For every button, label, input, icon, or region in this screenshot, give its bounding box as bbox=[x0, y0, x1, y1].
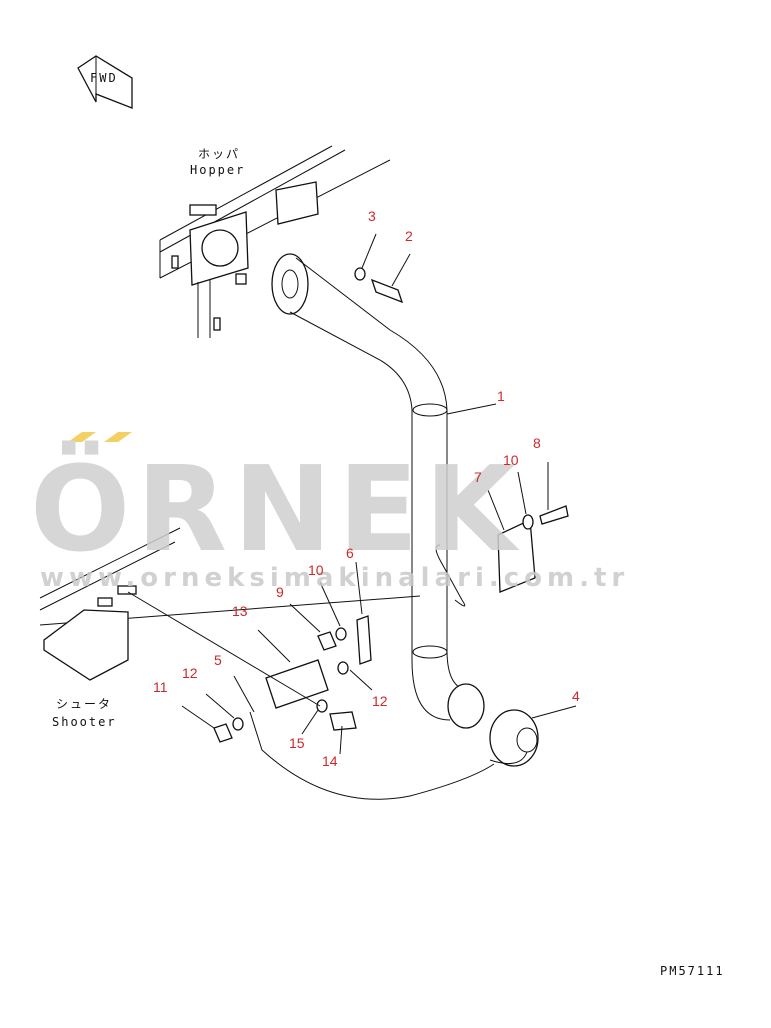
hopper-label-jp: ホッパ bbox=[198, 147, 240, 161]
leader-lines bbox=[181, 233, 577, 755]
callout-5: 5 bbox=[214, 652, 222, 668]
callout-7: 7 bbox=[474, 469, 482, 485]
callout-11: 11 bbox=[153, 679, 168, 695]
chain-5 bbox=[249, 711, 495, 800]
washer-10-left bbox=[335, 627, 347, 641]
callout-3: 3 bbox=[368, 208, 376, 224]
nut-9 bbox=[317, 631, 337, 651]
hopper-label-en: Hopper bbox=[190, 163, 245, 177]
shooter-label-jp: シュータ bbox=[56, 697, 112, 711]
washer-3 bbox=[354, 267, 366, 281]
drawing-code: PM57111 bbox=[660, 964, 725, 978]
hopper-frame bbox=[159, 145, 391, 338]
shooter-label-en: Shooter bbox=[52, 715, 117, 729]
bracket-13 bbox=[265, 659, 329, 709]
fwd-label: FWD bbox=[90, 71, 118, 85]
callout-15: 15 bbox=[289, 735, 305, 751]
callout-13: 13 bbox=[232, 603, 248, 619]
bolt-2 bbox=[370, 278, 404, 304]
callout-12-right: 12 bbox=[372, 693, 388, 709]
callout-9: 9 bbox=[276, 584, 284, 600]
watermark-url: www.orneksimakinalari.com.tr bbox=[40, 563, 629, 593]
shooter-frame bbox=[39, 527, 421, 681]
bracket-6 bbox=[356, 615, 372, 665]
callout-14: 14 bbox=[322, 753, 338, 769]
callout-1: 1 bbox=[497, 388, 505, 404]
clamp-7 bbox=[497, 519, 536, 593]
callout-2: 2 bbox=[405, 228, 413, 244]
watermark: ÖRNEK www.orneksimakinalari.com.tr bbox=[30, 432, 629, 593]
callout-4: 4 bbox=[572, 688, 580, 704]
washer-10-right bbox=[522, 514, 534, 530]
callout-10-left: 10 bbox=[308, 562, 324, 578]
washer-12-left bbox=[232, 717, 244, 731]
bolt-14 bbox=[329, 711, 357, 731]
callout-8: 8 bbox=[533, 435, 541, 451]
callout-6: 6 bbox=[346, 545, 354, 561]
callout-12-left: 12 bbox=[182, 665, 198, 681]
fasteners-group bbox=[127, 267, 569, 800]
watermark-brand: ÖRNEK bbox=[30, 440, 522, 578]
pipe-cap bbox=[489, 709, 539, 767]
washer-15 bbox=[316, 699, 328, 713]
callout-10-right: 10 bbox=[503, 452, 519, 468]
exhaust-pipe bbox=[271, 253, 485, 729]
bolt-8 bbox=[539, 505, 569, 525]
washer-12-right bbox=[337, 661, 349, 675]
nut-11 bbox=[213, 723, 233, 743]
fwd-direction-marker: FWD bbox=[77, 55, 133, 109]
